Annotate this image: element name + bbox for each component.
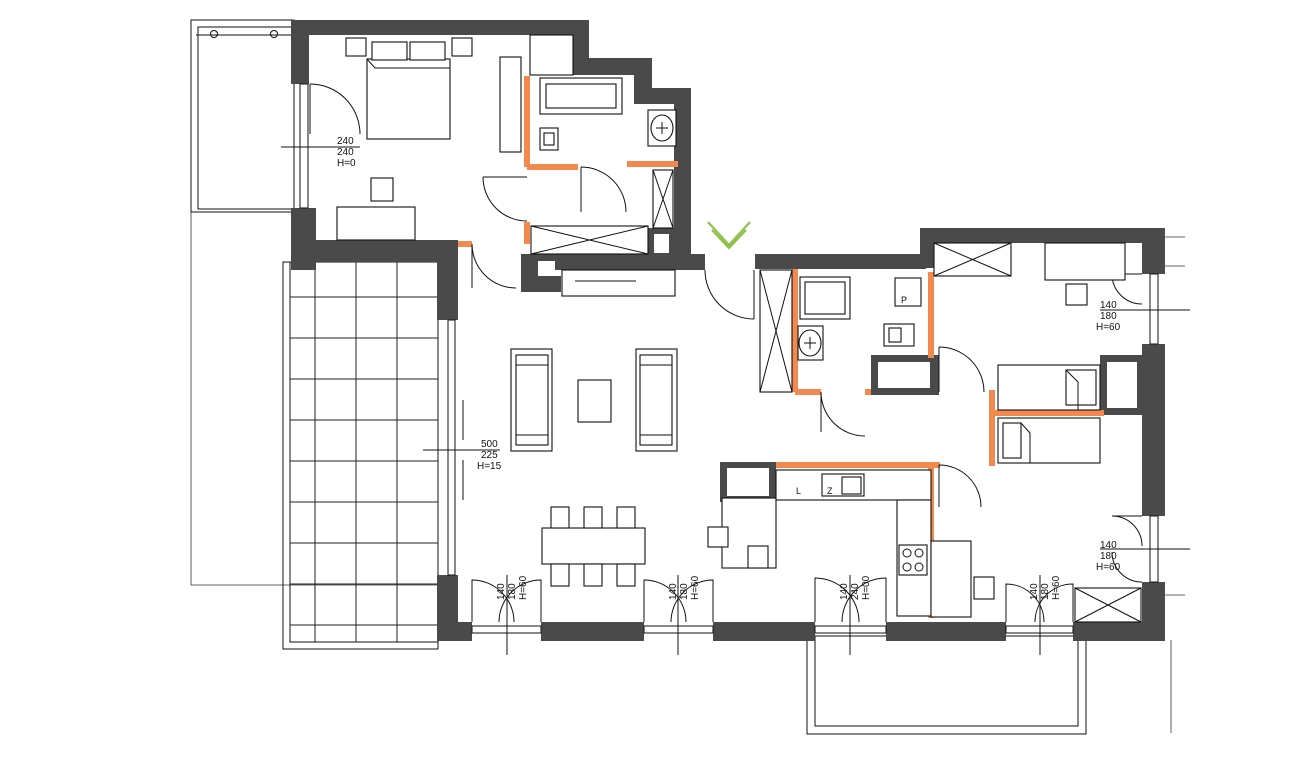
chair-ne — [1065, 283, 1088, 306]
svg-text:180: 180 — [679, 583, 690, 600]
window-tag-south-2: 140 180 H=60 — [668, 575, 701, 655]
kitchen-mark-right: Z — [827, 486, 833, 496]
window-tag-living-west: 500 225 H=15 — [423, 439, 502, 472]
sofa-icon — [635, 348, 678, 452]
balcony-northwest — [190, 19, 295, 213]
svg-text:140: 140 — [1100, 300, 1117, 311]
svg-text:H=60: H=60 — [518, 575, 529, 600]
balcony-south — [806, 635, 1087, 735]
svg-text:240: 240 — [337, 147, 354, 158]
svg-text:H=60: H=60 — [1051, 575, 1062, 600]
svg-text:140: 140 — [1029, 583, 1040, 600]
svg-text:180: 180 — [507, 583, 518, 600]
bed-icon — [997, 417, 1101, 464]
terrace-tile-grid — [290, 262, 438, 642]
sink-icon — [821, 473, 865, 497]
bed-icon — [345, 37, 473, 140]
svg-text:140: 140 — [668, 583, 679, 600]
svg-text:500: 500 — [481, 439, 498, 450]
wardrobe-nw-bath — [652, 169, 674, 229]
kitchen-mark-left: L — [796, 486, 801, 496]
svg-text:240: 240 — [850, 583, 861, 600]
toilet-icon — [539, 127, 559, 151]
terrace-west — [282, 261, 439, 650]
window-tag-south-3: 140 240 H=00 — [839, 575, 872, 655]
window-tag-south-4: 140 180 H=60 — [1029, 575, 1062, 655]
svg-text:H=60: H=60 — [1096, 562, 1121, 573]
svg-text:H=00: H=00 — [861, 575, 872, 600]
kitchen-counter — [707, 469, 995, 618]
svg-text:H=60: H=60 — [1096, 322, 1121, 333]
entrance-arrow-icon — [707, 221, 751, 250]
chair — [370, 177, 394, 202]
window-tag-bedroom-west: 240 240 H=0 — [281, 136, 360, 169]
hall-wardrobe — [530, 225, 649, 255]
svg-text:240: 240 — [337, 136, 354, 147]
table-icon — [577, 379, 612, 423]
svg-text:H=15: H=15 — [477, 461, 502, 472]
sofa-icon — [510, 348, 553, 452]
door-swing-icon — [309, 83, 1143, 623]
dresser — [529, 34, 574, 76]
desk-ne — [1044, 242, 1126, 281]
wardrobe-ne — [933, 242, 1012, 277]
dining-table — [541, 506, 646, 587]
washbasin-icon — [647, 109, 677, 147]
svg-text:180: 180 — [1040, 583, 1051, 600]
washbasin-icon — [797, 325, 824, 361]
desk — [336, 206, 416, 241]
svg-text:140: 140 — [839, 583, 850, 600]
svg-text:H=60: H=60 — [690, 575, 701, 600]
toilet-icon — [883, 323, 915, 347]
svg-text:140: 140 — [1100, 540, 1117, 551]
window-tag-bedroom-east-bottom: 140 180 H=60 — [1096, 540, 1190, 573]
cooktop-icon — [898, 544, 928, 576]
wardrobe — [499, 56, 522, 153]
window-tag-bedroom-east-top: 140 180 H=60 — [1096, 300, 1190, 333]
shower-icon — [799, 276, 851, 320]
washing-machine — [894, 277, 922, 307]
toilet-tank-mark: P — [901, 295, 907, 305]
svg-text:180: 180 — [1100, 551, 1117, 562]
east-hall-wardrobe — [759, 269, 793, 393]
svg-text:180: 180 — [1100, 311, 1117, 322]
bathtub-icon — [539, 77, 623, 115]
shaft-cutouts — [538, 234, 1137, 496]
svg-text:225: 225 — [481, 450, 498, 461]
wardrobe-se — [1074, 587, 1142, 623]
svg-text:H=0: H=0 — [337, 158, 356, 169]
bed-icon — [997, 364, 1101, 411]
svg-text:140: 140 — [496, 583, 507, 600]
shoe-cabinet — [561, 269, 676, 297]
window-tag-south-1: 140 180 H=60 — [496, 575, 529, 655]
